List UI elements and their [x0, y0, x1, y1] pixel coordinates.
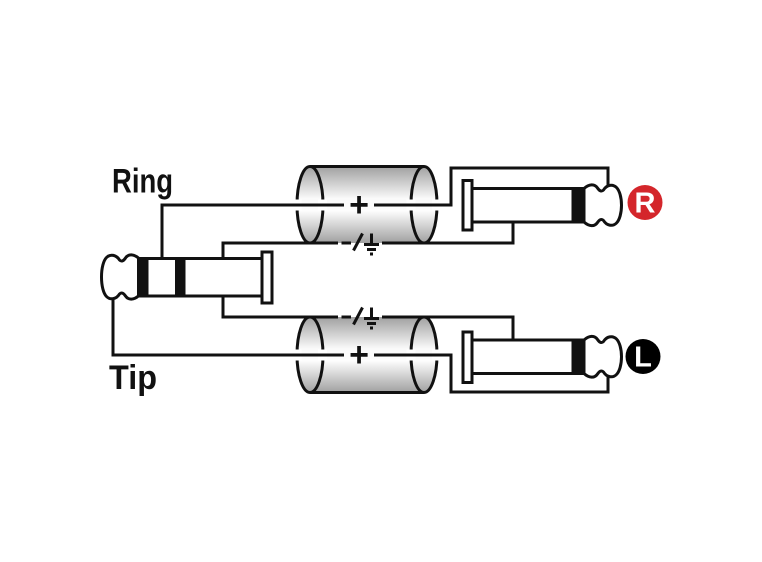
tip-signal-wire: + [111, 290, 610, 394]
badge-letter: R [635, 188, 656, 220]
top-ground-wire [221, 221, 515, 262]
trs-barrel [137, 257, 264, 298]
ring-signal-wire: + [160, 166, 610, 262]
trs-tip-contact [99, 253, 141, 301]
ring-label: Ring [112, 163, 173, 201]
mono-barrel [470, 338, 575, 375]
left-channel-badge: L [625, 339, 661, 374]
badge-letter: L [634, 342, 652, 374]
tip-label: Tip [109, 359, 157, 397]
right-channel-badge: R [627, 185, 663, 220]
trs-insulator-band [175, 257, 186, 297]
mono-tip-contact [582, 183, 624, 228]
earth-ground-icon [364, 307, 379, 330]
mono-insulator-band [572, 187, 586, 224]
mono-tip-contact [582, 334, 624, 379]
bottom-ground-wire [221, 292, 515, 342]
slash-icon [352, 232, 364, 252]
mono-flange [461, 330, 474, 384]
plus-symbol: + [349, 336, 369, 374]
trs-flange [260, 250, 274, 305]
plus-symbol: + [349, 186, 369, 224]
mono-plug-right [461, 179, 624, 232]
badge-circle [627, 185, 663, 220]
badge-circle [625, 339, 661, 374]
trs-insulator-band [138, 257, 149, 297]
mono-barrel [470, 187, 575, 224]
mono-flange [461, 179, 474, 232]
stereo-trs-plug [99, 250, 274, 305]
earth-ground-icon [364, 233, 379, 256]
mono-plug-left [461, 330, 624, 384]
mono-insulator-band [572, 338, 586, 375]
slash-icon [352, 306, 364, 326]
